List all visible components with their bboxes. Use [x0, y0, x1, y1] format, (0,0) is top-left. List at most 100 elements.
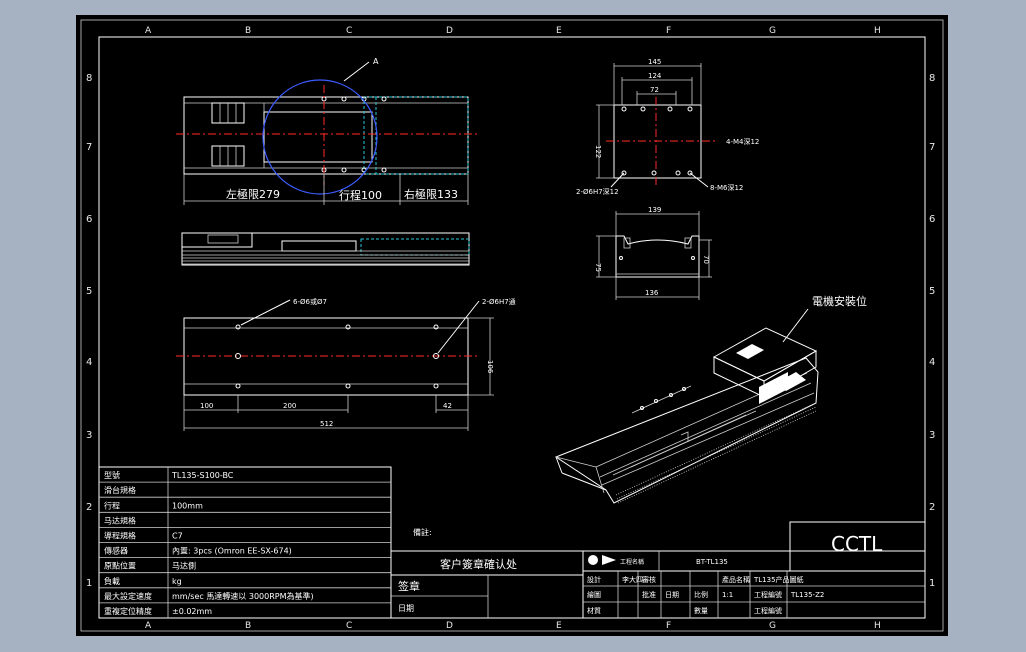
- title-row4-cell: 工程編號: [754, 606, 782, 615]
- title-row2-cell: 設計: [587, 575, 601, 584]
- spec-label: 最大設定速度: [104, 591, 152, 601]
- zone-col-D-bot: D: [446, 621, 453, 631]
- title-row2-cell: 李大四: [622, 575, 643, 584]
- title-row2-cell: TL135产品圖紙: [753, 575, 804, 584]
- detail-circle: [262, 79, 378, 195]
- title-row4-cell: 材質: [587, 606, 601, 615]
- dim-100: 100: [200, 402, 213, 410]
- spec-label: 導程規格: [104, 531, 136, 541]
- zone-col-A-bot: A: [145, 621, 152, 631]
- spec-label: 原點位置: [104, 561, 136, 571]
- zone-row-8-left: 8: [86, 73, 92, 84]
- dim-139: 139: [648, 206, 661, 214]
- isometric-view: 電機安裝位: [554, 294, 867, 504]
- title-row3-cell: 1:1: [722, 591, 733, 599]
- dim-72: 72: [650, 86, 659, 94]
- zone-col-B-top: B: [245, 26, 251, 36]
- company-name: CCTL: [831, 532, 883, 556]
- zone-row-5-right: 5: [929, 286, 935, 297]
- spec-value: kg: [172, 577, 182, 586]
- spec-value: 內置: 3pcs (Omron EE-SX-674): [172, 547, 292, 556]
- spec-label: 重複定位精度: [104, 606, 152, 616]
- end-view: 139 75 70 136: [594, 206, 712, 300]
- spec-label: 負載: [104, 576, 120, 586]
- zone-col-D-top: D: [446, 26, 453, 36]
- zone-col-E-bot: E: [556, 621, 562, 631]
- side-view: [181, 232, 470, 266]
- zone-col-C-top: C: [346, 26, 352, 36]
- dim-75: 75: [594, 263, 602, 272]
- dim-145: 145: [648, 58, 661, 66]
- title-row3-cell: 工程編號: [754, 590, 782, 599]
- top-view: A 左極限279 行程100 右極限133: [176, 57, 478, 205]
- zone-row-5-left: 5: [86, 286, 92, 297]
- zone-row-1-left: 1: [86, 578, 92, 589]
- spec-label: 型號: [104, 470, 120, 480]
- notes-label: 備註:: [413, 527, 432, 537]
- zone-row-8-right: 8: [929, 73, 935, 84]
- title-row3-cell: TL135-Z2: [790, 591, 824, 599]
- zone-col-F-bot: F: [666, 621, 671, 631]
- zone-row-4-right: 4: [929, 357, 935, 368]
- note-pin: 2-Ø6H7深12: [576, 187, 619, 196]
- spec-label: 行程: [104, 500, 120, 510]
- zone-col-C-bot: C: [346, 621, 352, 631]
- detail-label: A: [373, 57, 379, 66]
- front-view: 145 124 72 122 4-M4深12 2-Ø6H7深12 8-M6深12: [576, 58, 759, 196]
- date-label: 日期: [398, 604, 414, 613]
- spec-value: TL135-S100-BC: [171, 471, 234, 480]
- zone-col-F-top: F: [666, 26, 671, 36]
- spec-value: C7: [172, 532, 183, 541]
- right-limit-label: 右極限133: [404, 187, 458, 201]
- zone-col-H-bot: H: [874, 621, 881, 631]
- note-right: 8-M6深12: [710, 183, 743, 192]
- pins-note: 2-Ø6H7通: [482, 297, 516, 306]
- title-row3-cell: 比例: [694, 590, 708, 599]
- zone-row-6-left: 6: [86, 214, 92, 225]
- stroke-label: 行程100: [339, 189, 382, 202]
- zone-col-A-top: A: [145, 26, 152, 36]
- project-label: 工程名稱: [620, 558, 644, 566]
- title-row4-cell: 數量: [694, 606, 708, 615]
- inner-border: [98, 36, 926, 619]
- project-value: BT-TL135: [696, 558, 728, 566]
- motor-label: 電機安裝位: [812, 294, 867, 308]
- spec-value: ±0.02mm: [172, 607, 212, 616]
- dim-136: 136: [645, 289, 659, 297]
- title-row3-cell: 日期: [665, 591, 679, 599]
- sign-label: 签章: [398, 579, 420, 593]
- zone-col-H-top: H: [874, 26, 881, 36]
- zone-col-G-bot: G: [769, 621, 776, 631]
- zone-row-1-right: 1: [929, 578, 935, 589]
- zone-row-7-right: 7: [929, 142, 935, 153]
- confirm-title: 客户簽章確认处: [440, 557, 517, 571]
- dim-106: 106: [486, 360, 494, 374]
- title-row2-cell: 產品名稱: [722, 575, 750, 584]
- zone-row-3-right: 3: [929, 430, 935, 441]
- outer-border: [80, 19, 944, 632]
- left-limit-label: 左極限279: [226, 187, 280, 201]
- customer-confirm: 客户簽章確认处 签章 日期: [390, 550, 584, 619]
- spec-label: 马达規格: [104, 515, 136, 525]
- spec-label: 滑台規格: [104, 485, 136, 495]
- zone-row-2-left: 2: [86, 502, 92, 513]
- title-row3-cell: 批准: [642, 590, 656, 599]
- holes-note: 6-Ø6或Ø7: [293, 297, 327, 306]
- spec-label: 傳感器: [104, 546, 128, 556]
- zone-row-6-right: 6: [929, 214, 935, 225]
- zone-col-E-top: E: [556, 26, 562, 36]
- title-row3-cell: 繪圖: [587, 590, 601, 599]
- zone-col-G-top: G: [769, 26, 776, 36]
- dim-122: 122: [594, 145, 602, 158]
- dim-200: 200: [283, 402, 296, 410]
- dim-42: 42: [443, 402, 452, 410]
- spec-value: mm/sec 馬達轉速以 3000RPM為基準): [172, 591, 314, 601]
- zone-row-2-right: 2: [929, 502, 935, 513]
- zone-row-4-left: 4: [86, 357, 92, 368]
- zone-col-B-bot: B: [245, 621, 251, 631]
